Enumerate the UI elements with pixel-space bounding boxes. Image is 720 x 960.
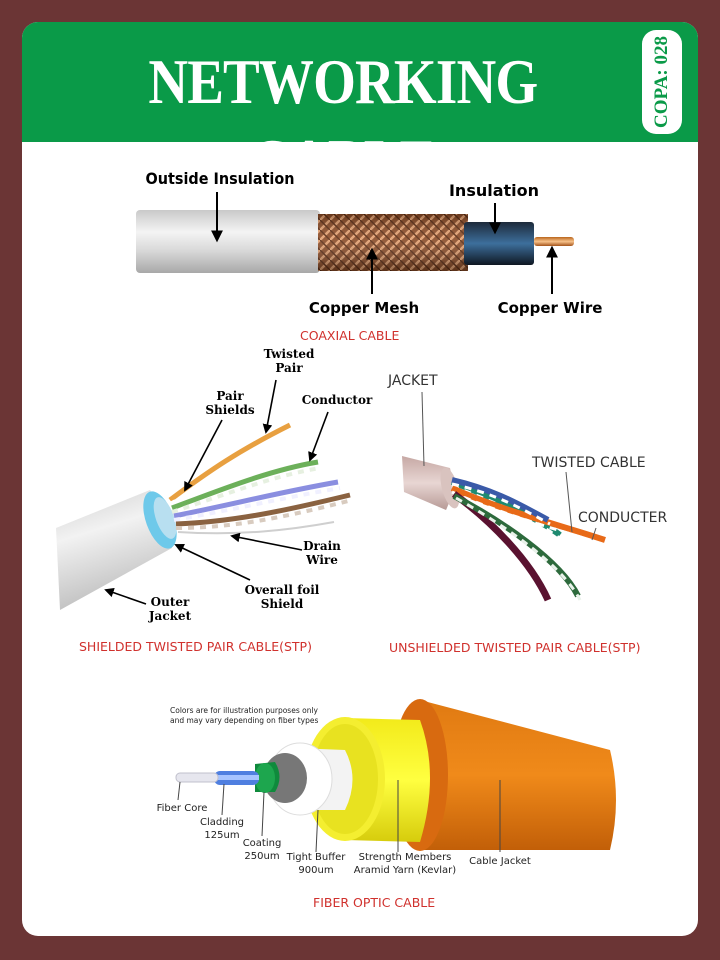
copa-badge: COPA: 028 xyxy=(642,30,682,134)
header-banner: NETWORKING CABLE COPA: 028 xyxy=(22,22,698,197)
copa-badge-text: COPA: 028 xyxy=(651,36,672,128)
poster-card: NETWORKING CABLE COPA: 028 xyxy=(22,22,698,936)
page-title: NETWORKING CABLE xyxy=(148,46,538,197)
